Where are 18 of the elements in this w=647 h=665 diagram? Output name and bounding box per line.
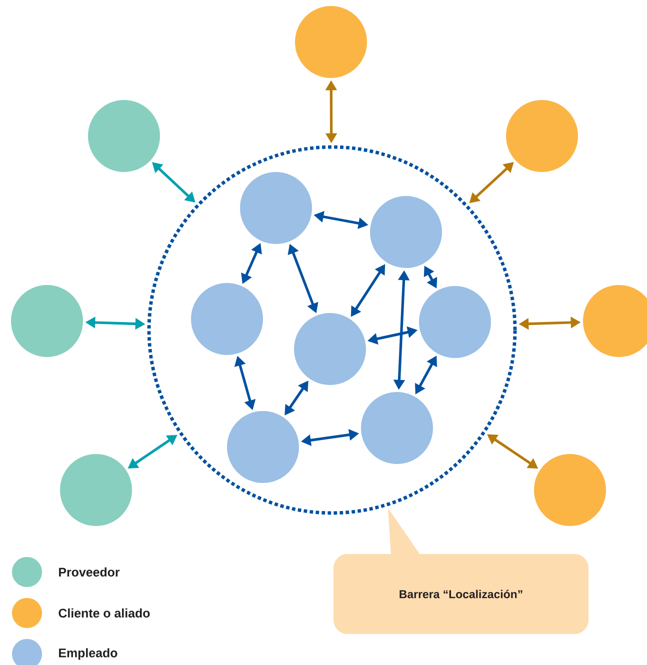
circle-node — [88, 100, 160, 172]
circle-node — [294, 313, 366, 385]
circle-node — [11, 285, 83, 357]
circle-node — [240, 172, 312, 244]
circle-node — [370, 196, 442, 268]
circle-node — [295, 6, 367, 78]
circle-node — [506, 100, 578, 172]
callout-bubble: Barrera “Localización” — [334, 508, 588, 634]
circle-node — [419, 286, 491, 358]
legend-label: Cliente o aliado — [58, 608, 150, 618]
legend-label: Empleado — [59, 648, 118, 660]
circle-node — [361, 392, 433, 464]
legend-label: Proveedor — [59, 567, 120, 577]
circle-node — [227, 411, 299, 483]
circle-node — [534, 454, 606, 526]
dotted-circle — [147, 145, 517, 515]
circle-node — [60, 454, 132, 526]
circle-node — [191, 283, 263, 355]
